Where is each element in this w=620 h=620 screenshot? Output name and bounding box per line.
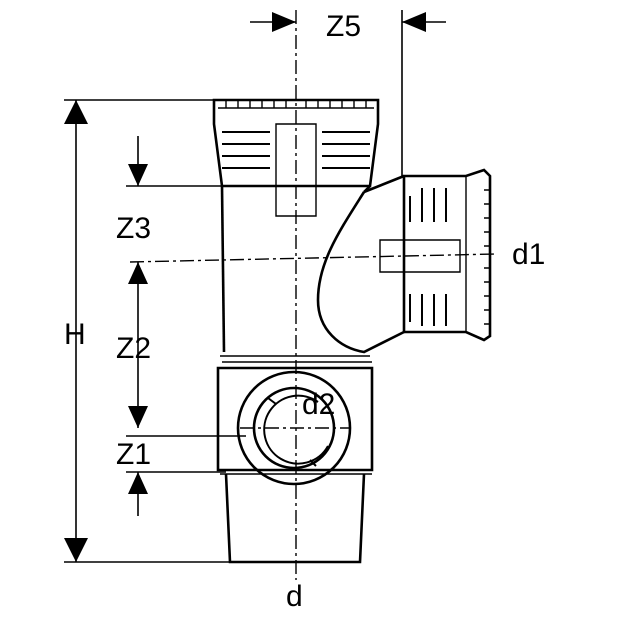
main-pipe-body xyxy=(212,98,380,564)
dimension-z5-label: Z5 xyxy=(326,10,361,43)
dimension-z2 xyxy=(128,262,148,428)
dimension-h-label: H xyxy=(64,318,86,351)
diameter-d1-label: d1 xyxy=(512,238,545,271)
branch-rim-serrations xyxy=(484,189,490,325)
dimension-z3 xyxy=(126,136,222,187)
center-lines xyxy=(129,10,497,580)
diameter-d-label: d xyxy=(286,580,303,613)
dimension-z5 xyxy=(250,10,446,176)
dimension-h xyxy=(64,99,230,563)
diameter-d2-label: d2 xyxy=(302,388,335,421)
dimension-z3-label: Z3 xyxy=(116,212,151,245)
top-rim-serrations xyxy=(225,100,367,108)
upper-socket-ribs-right xyxy=(322,131,370,169)
upper-socket-ribs-left xyxy=(222,131,270,169)
dimension-z2-label: Z2 xyxy=(116,332,151,365)
upper-socket-recess xyxy=(275,123,317,217)
dimension-z1-label: Z1 xyxy=(116,438,151,471)
branch-ribs xyxy=(409,188,447,326)
branch-elbow xyxy=(316,168,492,354)
dimension-z1 xyxy=(126,435,246,516)
